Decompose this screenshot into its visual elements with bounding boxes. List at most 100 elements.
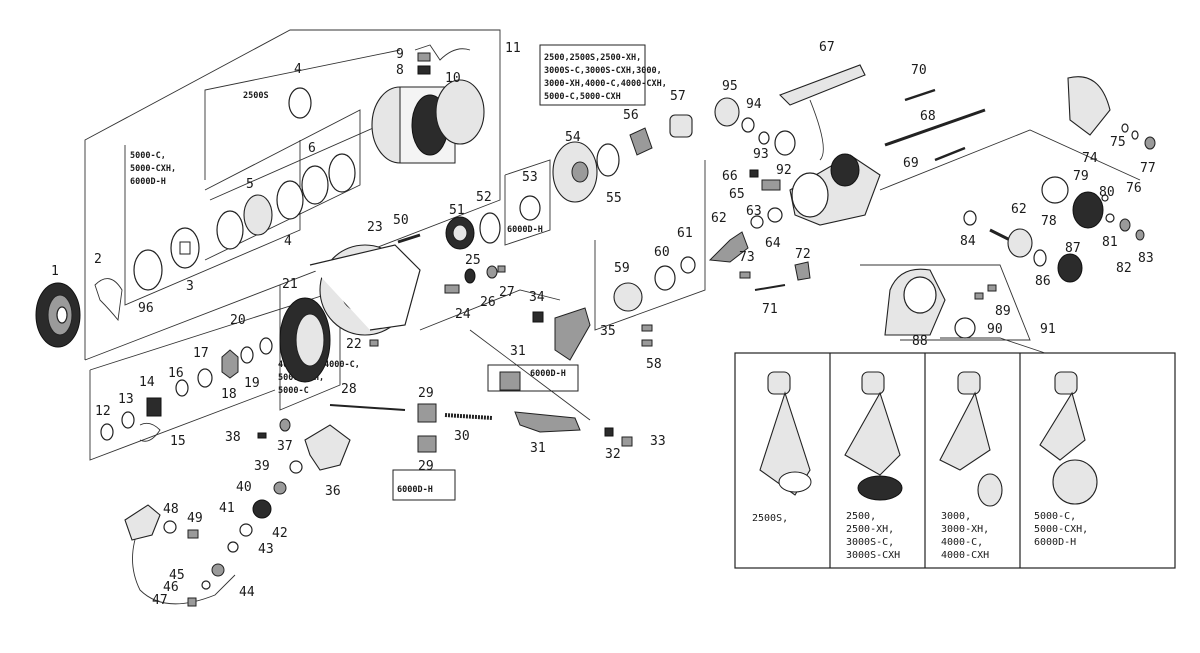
note-5000-line3: 6000D-H — [130, 177, 166, 187]
part-label-84: 84 — [960, 234, 976, 249]
handle-caption-2500s-0: 2500S, — [752, 513, 788, 524]
part-label-87: 87 — [1065, 241, 1081, 256]
part-label-16: 16 — [168, 366, 184, 381]
part-label-47: 47 — [152, 593, 168, 608]
handle-caption-2500-3: 3000S-CXH — [846, 550, 900, 561]
part-label-12: 12 — [95, 404, 111, 419]
part-label-65: 65 — [729, 187, 745, 202]
part-label-78: 78 — [1041, 214, 1057, 229]
variant-box-bail-6000: 6000D-H — [487, 364, 579, 392]
handle-caption-2500-1: 2500-XH, — [846, 524, 894, 535]
part-label-41: 41 — [219, 501, 235, 516]
note-5000-line1: 5000-C, — [130, 151, 166, 161]
part-label-5: 5 — [246, 177, 254, 192]
part-label-95: 95 — [722, 79, 738, 94]
note-4000-line3: 5000-C — [278, 386, 309, 396]
part-label-60: 60 — [654, 245, 670, 260]
part-label-69: 69 — [903, 156, 919, 171]
part-label-31b: 31 — [530, 441, 546, 456]
part-label-94: 94 — [746, 97, 762, 112]
part-label-53: 53 — [522, 170, 538, 185]
part-label-29a: 29 — [418, 386, 434, 401]
part-label-59: 59 — [614, 261, 630, 276]
part-label-75: 75 — [1110, 135, 1126, 150]
part-label-70: 70 — [911, 63, 927, 78]
part-label-34: 34 — [529, 290, 545, 305]
part-label-66: 66 — [722, 169, 738, 184]
part-label-79: 79 — [1073, 169, 1089, 184]
part-label-19: 19 — [244, 376, 260, 391]
part-label-73: 73 — [739, 250, 755, 265]
part-label-80: 80 — [1099, 185, 1115, 200]
part-label-68: 68 — [920, 109, 936, 124]
part-label-38: 38 — [225, 430, 241, 445]
part-label-28: 28 — [341, 382, 357, 397]
part-label-39: 39 — [254, 459, 270, 474]
part-label-1: 1 — [51, 264, 59, 279]
part-label-62a: 62 — [711, 211, 727, 226]
note-drag-6000: 6000D-H — [507, 225, 543, 235]
variant-box-rotor: 2500,2500S,2500-XH, 3000S-C,3000S-CXH,30… — [539, 44, 667, 106]
part-label-93: 93 — [753, 147, 769, 162]
part-label-14: 14 — [139, 375, 155, 390]
part-label-18: 18 — [221, 387, 237, 402]
part-number-labels: 1 2 3 4 4 5 6 8 9 10 11 12 13 14 15 16 1… — [51, 40, 1156, 608]
part-label-6: 6 — [308, 141, 316, 156]
handle-caption-3000-1: 3000-XH, — [941, 524, 989, 535]
part-label-49: 49 — [187, 511, 203, 526]
part-label-63: 63 — [746, 204, 762, 219]
part-label-3: 3 — [186, 279, 194, 294]
part-label-76: 76 — [1126, 181, 1142, 196]
part-label-96: 96 — [138, 301, 154, 316]
part-label-2: 2 — [94, 252, 102, 267]
part-label-22: 22 — [346, 337, 362, 352]
part-label-54: 54 — [565, 130, 581, 145]
note-rotor-line2: 3000S-C,3000S-CXH,3000, — [544, 66, 662, 76]
part-label-51: 51 — [449, 203, 465, 218]
part-label-8: 8 — [396, 63, 404, 78]
part-label-33: 33 — [650, 434, 666, 449]
part-label-31a: 31 — [510, 344, 526, 359]
part-label-50: 50 — [393, 213, 409, 228]
part-label-21: 21 — [282, 277, 298, 292]
part-label-74: 74 — [1082, 151, 1098, 166]
part-label-71: 71 — [762, 302, 778, 317]
part-label-46: 46 — [163, 580, 179, 595]
part-label-29b: 29 — [418, 459, 434, 474]
part-label-15: 15 — [170, 434, 186, 449]
part-label-77: 77 — [1140, 161, 1156, 176]
handle-caption-3000-0: 3000, — [941, 511, 971, 522]
part-label-88: 88 — [912, 334, 928, 349]
part-label-4a: 4 — [294, 62, 302, 77]
note-bail-6000: 6000D-H — [530, 369, 566, 379]
part-label-89: 89 — [995, 304, 1011, 319]
variant-box-5000: 5000-C, 5000-CXH, 6000D-H — [130, 151, 176, 187]
handle-5000: 5000-C, 5000-CXH, 6000D-H — [1034, 371, 1098, 548]
part-label-92: 92 — [776, 163, 792, 178]
part-label-17: 17 — [193, 346, 209, 361]
part-label-37: 37 — [277, 439, 293, 454]
handle-caption-3000-3: 4000-CXH — [941, 550, 989, 561]
part-label-35: 35 — [600, 324, 616, 339]
part-label-81: 81 — [1102, 235, 1118, 250]
note-2500s: 2500S — [243, 91, 269, 101]
part-label-64: 64 — [765, 236, 781, 251]
part-label-23: 23 — [367, 220, 383, 235]
note-rotor-line4: 5000-C,5000-CXH — [544, 92, 621, 102]
parts-drawing — [35, 44, 693, 607]
part-label-26: 26 — [480, 295, 496, 310]
part-label-36: 36 — [325, 484, 341, 499]
handle-caption-2500-0: 2500, — [846, 511, 876, 522]
handle-panel: 2500S, 2500, 2500-XH, 3000S-C, 3000S-CXH… — [734, 337, 1176, 569]
group-frames — [84, 29, 1141, 461]
handle-2500: 2500, 2500-XH, 3000S-C, 3000S-CXH — [844, 371, 903, 561]
part-label-61: 61 — [677, 226, 693, 241]
part-label-90: 90 — [987, 322, 1003, 337]
part-label-72: 72 — [795, 247, 811, 262]
part-label-32: 32 — [605, 447, 621, 462]
handle-caption-5000-0: 5000-C, — [1034, 511, 1076, 522]
handle-caption-2500-2: 3000S-C, — [846, 537, 894, 548]
note-rotor-line1: 2500,2500S,2500-XH, — [544, 53, 641, 63]
handle-3000: 3000, 3000-XH, 4000-C, 4000-CXH — [939, 371, 1003, 561]
